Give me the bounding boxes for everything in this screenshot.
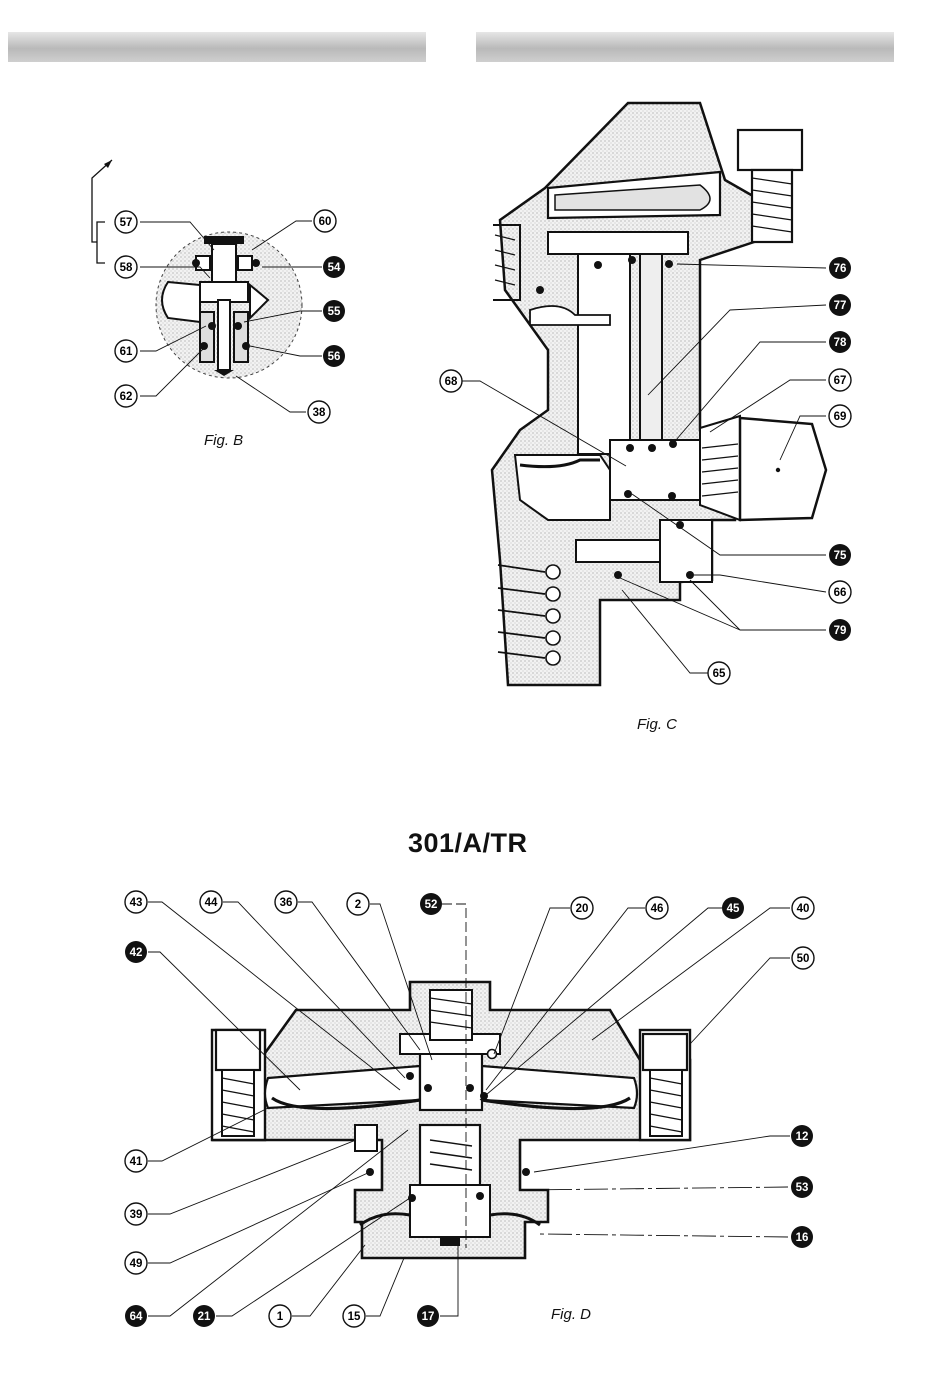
part-number: 21 [198,1311,211,1323]
fig-d-part-label: 39 [125,1203,147,1225]
fig-c-part-label: 66 [829,581,851,603]
fig-b-part-label: 62 [115,385,137,407]
fig-c-part-label: 75 [829,544,851,566]
part-number: 66 [834,587,847,599]
part-number: 78 [834,337,847,349]
part-number: 61 [120,346,133,358]
fig-b-caption: Fig. B [204,432,243,449]
fig-c-part-label: 68 [440,370,462,392]
fig-c-part-label: 76 [829,257,851,279]
part-number: 64 [130,1311,143,1323]
fig-d-part-label: 36 [275,891,297,913]
fig-d-part-label: 15 [343,1305,365,1327]
part-number: 68 [445,376,458,388]
fig-b-part-label: 57 [115,211,137,233]
part-number: 69 [834,411,847,423]
fig-d-part-label: 17 [417,1305,439,1327]
part-number: 50 [797,953,810,965]
fig-d-drawing [148,902,790,1316]
part-number: 39 [130,1209,143,1221]
part-number: 55 [328,306,341,318]
fig-c-part-label: 78 [829,331,851,353]
fig-c-drawing [462,103,826,685]
fig-b-part-label: 38 [308,401,330,423]
part-number: 43 [130,897,143,909]
fig-d-part-label: 42 [125,941,147,963]
part-number: 41 [130,1156,143,1168]
fig-b-part-label: 54 [323,256,345,278]
fig-d-part-label: 20 [571,897,593,919]
fig-c-part-label: 67 [829,369,851,391]
part-number: 49 [130,1258,143,1270]
model-title: 301/A/TR [408,828,528,859]
fig-d-part-label: 49 [125,1252,147,1274]
part-number: 40 [797,903,810,915]
fig-c-part-label: 79 [829,619,851,641]
fig-b-part-label: 61 [115,340,137,362]
fig-d-part-label: 1 [269,1305,291,1327]
part-number: 42 [130,947,143,959]
fig-b-part-label: 60 [314,210,336,232]
part-number: 1 [277,1311,284,1323]
fig-c-part-label: 77 [829,294,851,316]
fig-b-drawing [92,160,322,412]
fig-d-part-label: 44 [200,891,222,913]
fig-d-part-label: 12 [791,1125,813,1147]
part-number: 57 [120,217,133,229]
fig-d-part-label: 50 [792,947,814,969]
part-number: 20 [576,903,589,915]
fig-d-caption: Fig. D [551,1306,591,1323]
part-number: 15 [348,1311,361,1323]
fig-b-part-label: 58 [115,256,137,278]
fig-d-part-label: 16 [791,1226,813,1248]
fig-d-part-label: 64 [125,1305,147,1327]
part-number: 45 [727,903,740,915]
part-number: 77 [834,300,847,312]
fig-d-part-label: 45 [722,897,744,919]
part-number: 54 [328,262,341,274]
fig-d-part-label: 43 [125,891,147,913]
fig-b-part-label: 55 [323,300,345,322]
part-number: 38 [313,407,326,419]
fig-d-part-label: 41 [125,1150,147,1172]
fig-d-part-label: 21 [193,1305,215,1327]
part-number: 58 [120,262,133,274]
part-number: 76 [834,263,847,275]
fig-d-part-label: 53 [791,1176,813,1198]
part-number: 67 [834,375,847,387]
part-number: 16 [796,1232,809,1244]
fig-c-part-label: 69 [829,405,851,427]
part-number: 44 [205,897,218,909]
part-number: 46 [651,903,664,915]
part-number: 12 [796,1131,809,1143]
fig-d-part-label: 52 [420,893,442,915]
part-number: 56 [328,351,341,363]
part-number: 17 [422,1311,435,1323]
part-number: 60 [319,216,332,228]
fig-c-part-label: 65 [708,662,730,684]
fig-c-caption: Fig. C [637,716,677,733]
part-number: 65 [713,668,726,680]
part-number: 79 [834,625,847,637]
part-number: 52 [425,899,438,911]
part-number: 2 [355,899,361,911]
fig-d-part-label: 40 [792,897,814,919]
part-number: 53 [796,1182,809,1194]
part-number: 75 [834,550,847,562]
fig-b-part-label: 56 [323,345,345,367]
part-number: 36 [280,897,293,909]
part-number: 62 [120,391,133,403]
fig-d-part-label: 46 [646,897,668,919]
fig-d-part-label: 2 [347,893,369,915]
